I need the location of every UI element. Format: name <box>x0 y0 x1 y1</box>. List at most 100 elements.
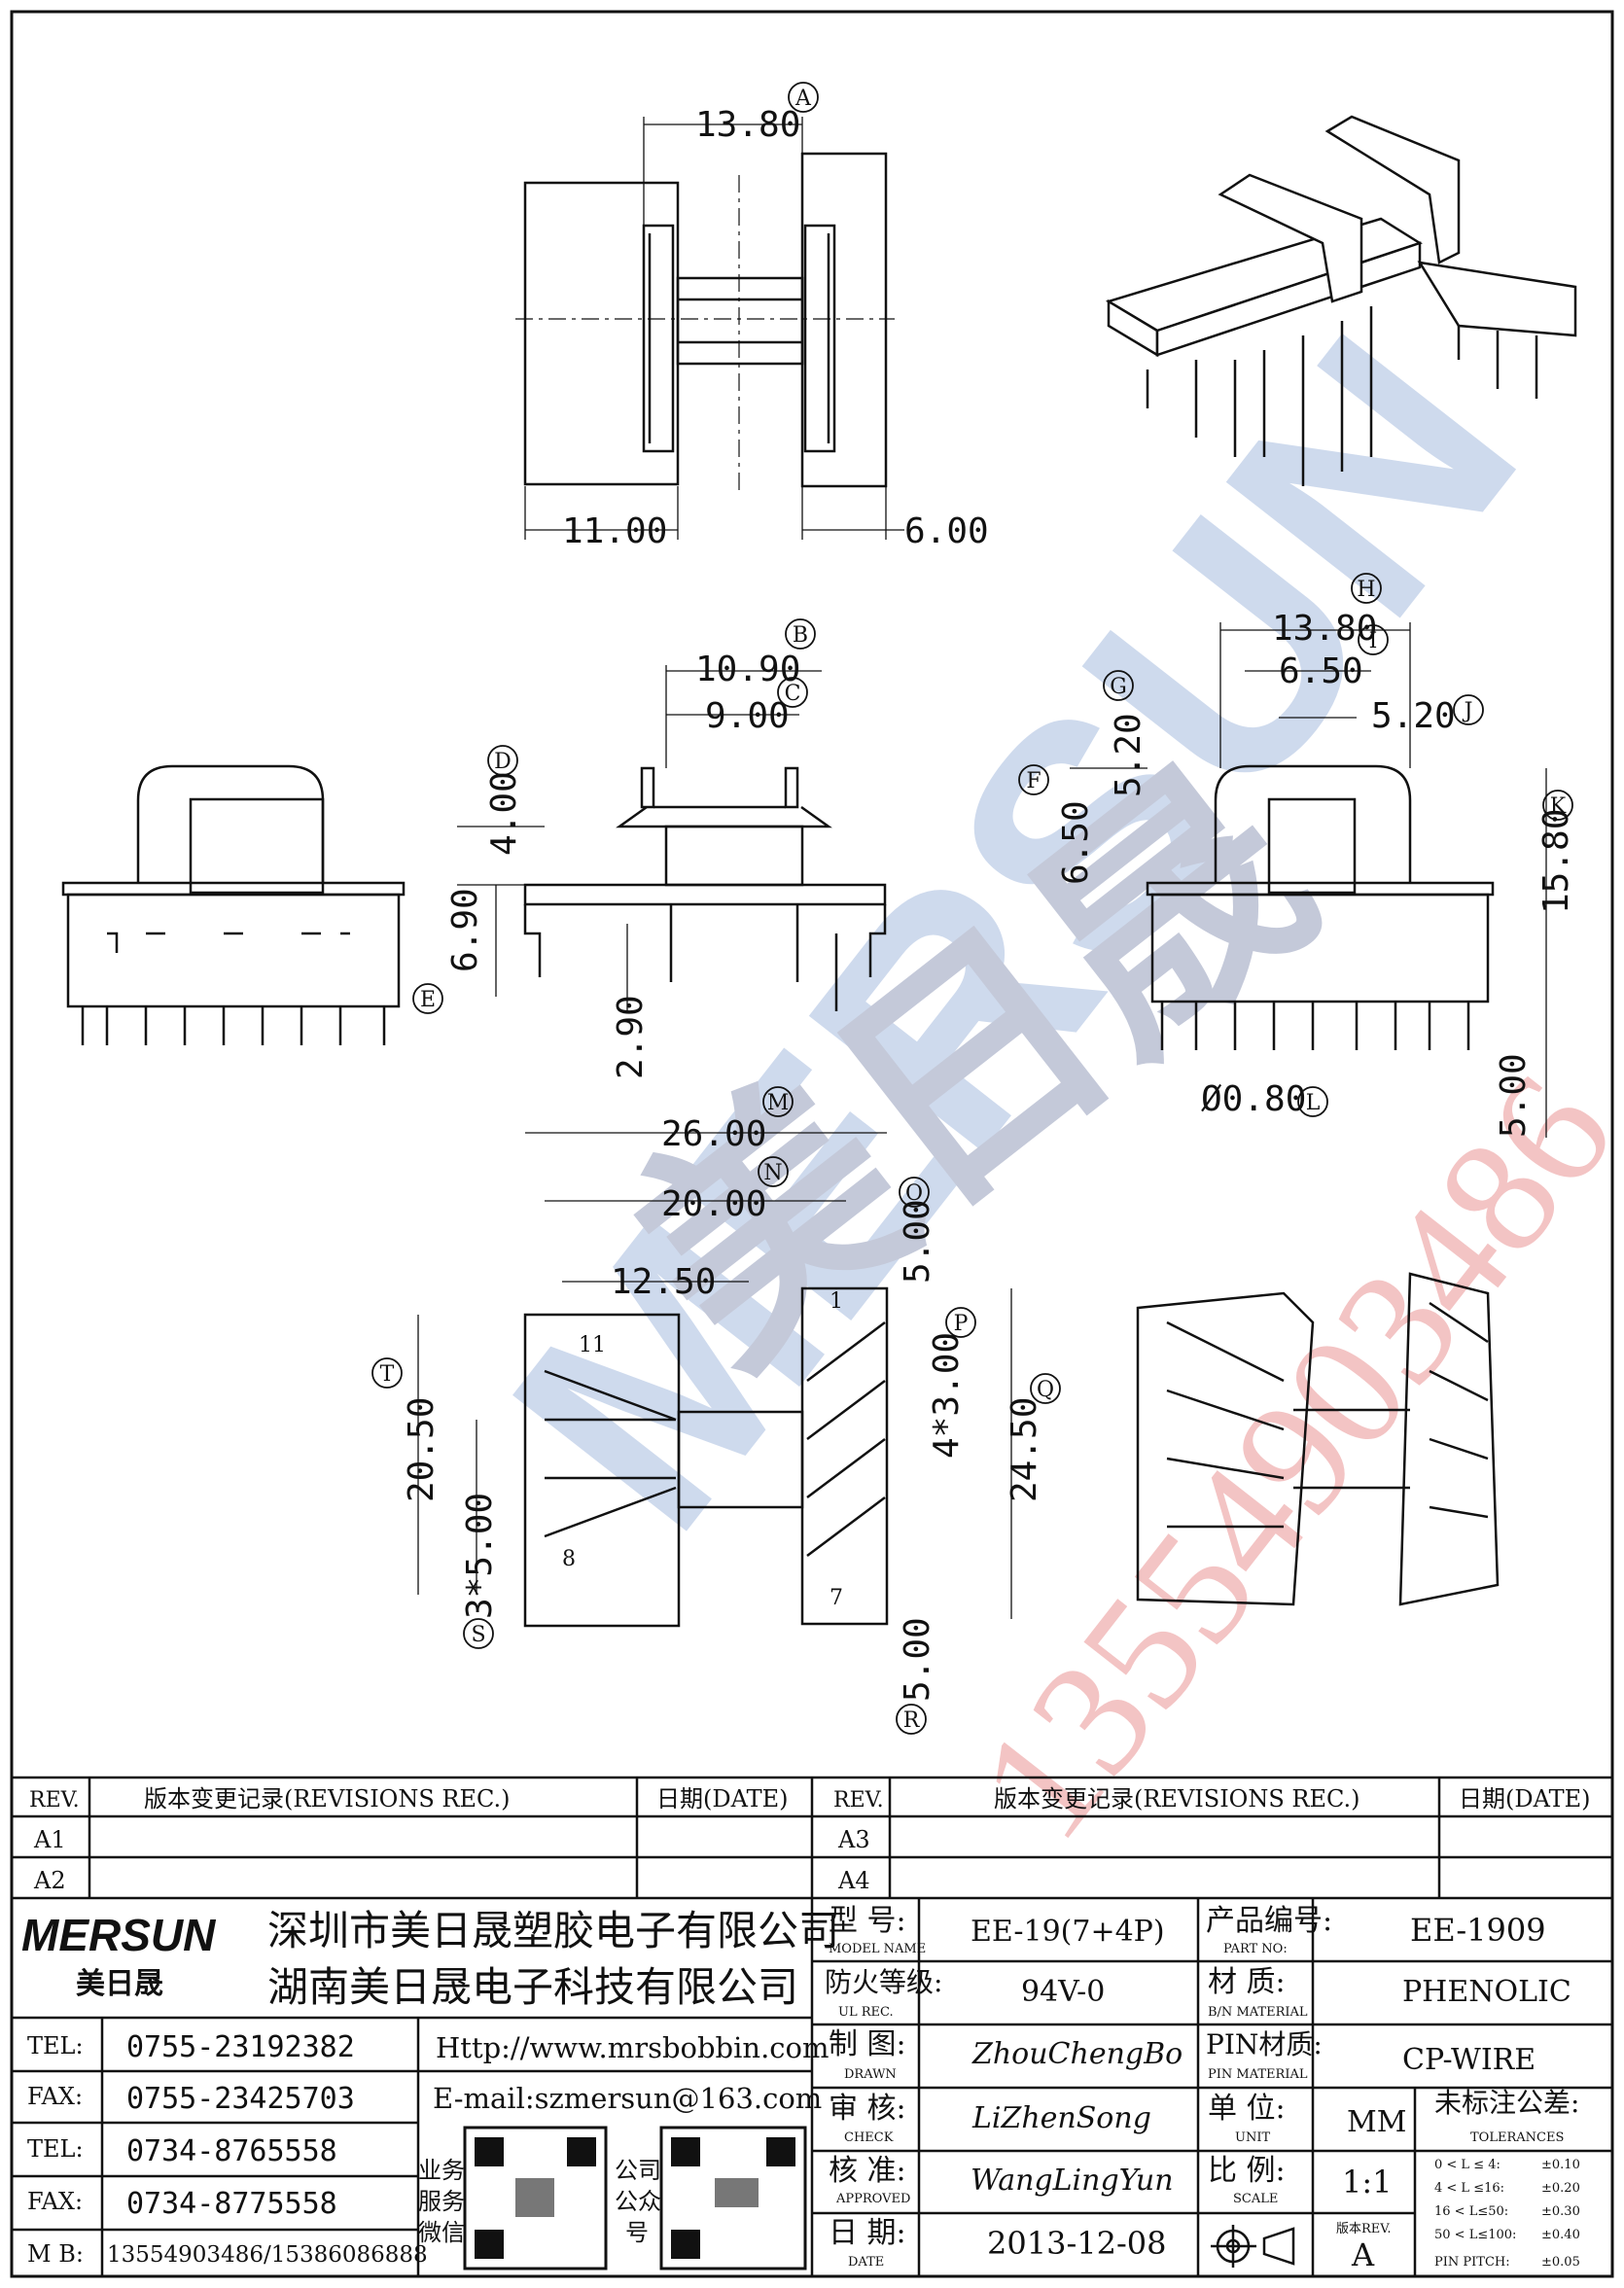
dim-mid-a: 10.90 <box>695 650 800 689</box>
marker-f: F <box>1026 769 1041 793</box>
dim-r-h1: 5.20 <box>1109 713 1148 797</box>
company-logo-cn: 美日晟 <box>76 1967 163 2001</box>
rev-row-a3: A3 <box>837 1826 870 1853</box>
partno-sub: PART NO: <box>1223 1942 1288 1956</box>
dim-r-pinlen: 5.00 <box>1494 1053 1534 1138</box>
marker-d: D <box>494 750 512 774</box>
qr-code-public <box>659 2126 807 2270</box>
check-value: LiZhenSong <box>971 2101 1151 2135</box>
wechat-label-3: 微信 <box>418 2219 465 2246</box>
model-sub: MODEL NAME <box>829 1942 926 1956</box>
dim-mid-h3: 2.90 <box>611 995 651 1079</box>
dim-b-r: 5.00 <box>898 1617 937 1702</box>
tol-row-2-range: 4 < L ≤16: <box>1434 2181 1504 2196</box>
ul-value: 94V-0 <box>1021 1975 1105 2009</box>
mid-dims <box>457 665 822 1011</box>
dim-top-left: 11.00 <box>562 511 667 551</box>
marker-l: L <box>1306 1091 1321 1115</box>
tol-row-3-val: ±0.30 <box>1541 2204 1580 2219</box>
tel2-value: 0734-8765558 <box>126 2134 337 2168</box>
company-name-1: 深圳市美日晟塑胶电子有限公司 <box>267 1907 839 1954</box>
marker-circle-n <box>758 1156 789 1187</box>
marker-circle-i <box>1358 624 1389 655</box>
marker-circle-l <box>1297 1086 1328 1117</box>
company-name-2: 湖南美日晟电子科技有限公司 <box>267 1963 798 2011</box>
marker-a: A <box>794 87 812 111</box>
marker-circle-o <box>899 1177 930 1208</box>
tol-label: 未标注公差: <box>1434 2087 1579 2119</box>
unit-sub: UNIT <box>1235 2130 1270 2145</box>
dim-b-w1: 26.00 <box>661 1114 766 1154</box>
marker-circle-k <box>1542 790 1573 821</box>
tol-row-1-range: 0 < L ≤ 4: <box>1434 2158 1500 2172</box>
public-label-3: 号 <box>625 2219 649 2246</box>
unit-value: MM <box>1347 2105 1406 2139</box>
rev-right-col-rec: 版本变更记录(REVISIONS REC.) <box>994 1785 1360 1813</box>
marker-circle-t <box>371 1357 403 1389</box>
tol-row-2-val: ±0.20 <box>1541 2181 1580 2196</box>
appr-sub: APPROVED <box>835 2192 910 2206</box>
side-view-mid <box>523 766 887 1011</box>
drawn-label: 制 图: <box>829 2027 906 2061</box>
rev-row-a4: A4 <box>837 1867 870 1894</box>
pin-label-8: 8 <box>562 1547 576 1571</box>
rev-left-col-date: 日期(DATE) <box>656 1785 789 1813</box>
bottom-dims <box>417 1132 1012 1619</box>
marker-circle-s <box>463 1618 494 1649</box>
pinmat-value: CP-WIRE <box>1402 2043 1536 2077</box>
drawn-sub: DRAWN <box>844 2067 897 2082</box>
ul-sub: UL REC. <box>838 2005 894 2020</box>
check-sub: CHECK <box>844 2130 894 2145</box>
tol-row-5-range: PIN PITCH: <box>1434 2255 1510 2270</box>
marker-t: T <box>380 1362 395 1387</box>
marker-m: M <box>767 1091 790 1115</box>
marker-r: R <box>903 1708 921 1733</box>
email: E-mail:szmersun@163.com <box>433 2082 822 2115</box>
marker-s: S <box>471 1623 485 1647</box>
dim-r-h2: 6.50 <box>1056 800 1096 885</box>
marker-n: N <box>763 1161 782 1185</box>
rev-row-a1: A1 <box>33 1826 66 1853</box>
mb-label: M B: <box>27 2240 84 2268</box>
partno-value: EE-1909 <box>1410 1912 1546 1949</box>
bottom-iso-view <box>1136 1272 1500 1606</box>
tol-row-4-val: ±0.40 <box>1541 2228 1580 2242</box>
mat-value: PHENOLIC <box>1402 1975 1571 2009</box>
date-value: 2013-12-08 <box>987 2225 1167 2262</box>
dim-b-o: 5.00 <box>898 1199 937 1284</box>
marker-p: P <box>954 1312 969 1336</box>
pinmat-label: PIN材质: <box>1206 2028 1323 2060</box>
right-dims <box>1070 622 1547 1138</box>
iso-view <box>1105 115 1577 486</box>
marker-circle-b <box>785 618 816 650</box>
fax-value: 0755-23425703 <box>126 2082 355 2116</box>
website: Http://www.mrsbobbin.com <box>436 2031 830 2064</box>
marker-q: Q <box>1037 1378 1054 1402</box>
rev-left-col-rev: REV. <box>29 1788 80 1813</box>
dim-r-w3: 5.20 <box>1371 696 1456 736</box>
model-value: EE-19(7+4P) <box>971 1915 1165 1949</box>
appr-label: 核 准: <box>829 2154 906 2188</box>
marker-circle-m <box>762 1086 794 1117</box>
scale-sub: SCALE <box>1233 2192 1278 2206</box>
dim-b-h2: 3*5.00 <box>460 1493 500 1619</box>
version-value: A <box>1351 2236 1375 2273</box>
pinmat-sub: PIN MATERIAL <box>1208 2067 1308 2082</box>
dim-r-pin: Ø0.80 <box>1201 1079 1306 1119</box>
marker-circle-p <box>945 1307 976 1338</box>
dim-mid-h1: 4.00 <box>484 771 524 856</box>
marker-b: B <box>793 623 808 648</box>
mat-sub: B/N MATERIAL <box>1208 2005 1308 2020</box>
partno-label: 产品编号: <box>1206 1904 1332 1938</box>
marker-circle-a <box>788 82 819 113</box>
pin-label-1: 1 <box>830 1289 843 1314</box>
rev-left-col-rec: 版本变更记录(REVISIONS REC.) <box>144 1785 511 1813</box>
unit-label: 单 位: <box>1208 2092 1286 2126</box>
fax2-label: FAX: <box>27 2188 83 2215</box>
marker-circle-r <box>896 1704 927 1735</box>
dim-b-p: 4*3.00 <box>927 1332 967 1459</box>
tol-row-4-range: 50 < L≤100: <box>1434 2228 1516 2242</box>
